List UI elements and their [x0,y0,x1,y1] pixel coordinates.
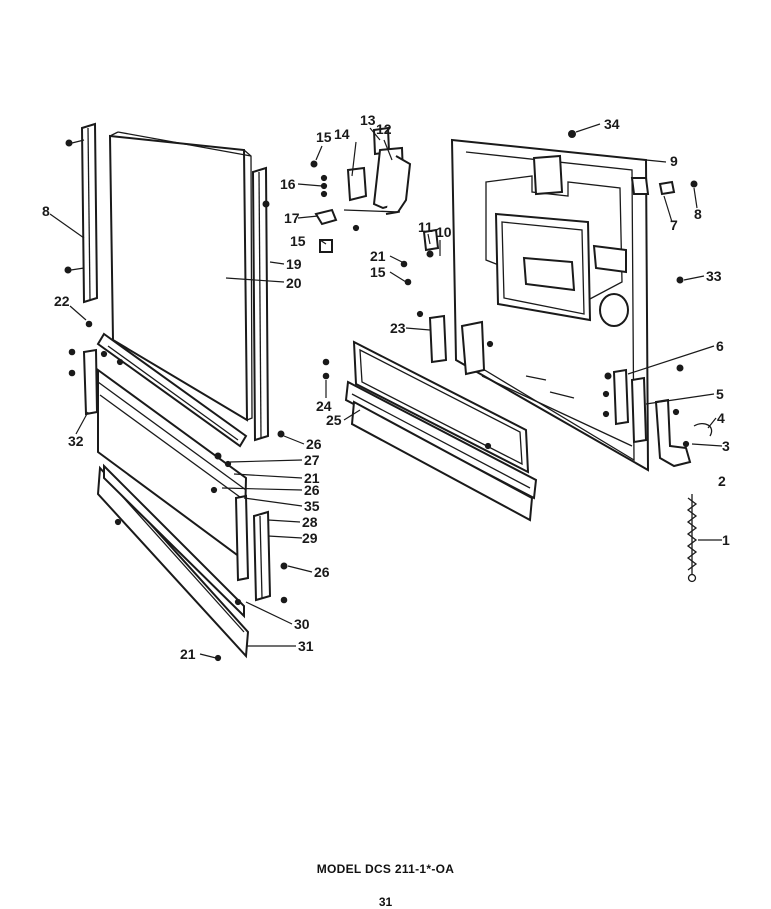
callout-15-top: 15 [316,129,332,145]
callout-35: 35 [304,498,320,514]
outer-door-panel [108,131,253,422]
callout-17: 17 [284,210,300,226]
top-screw [568,123,601,138]
callout-19: 19 [286,256,302,272]
control-panel [97,368,250,582]
callout-21-bottom: 21 [180,646,196,662]
inner-panel-hinges [400,228,494,376]
callout-34: 34 [604,116,620,132]
leader-lines [49,127,723,659]
end-bracket [252,510,288,604]
hinge-brackets [602,368,648,444]
callout-32: 32 [68,433,84,449]
callout-12: 12 [376,121,392,137]
right-side-trim [251,166,285,442]
callout-16: 16 [280,176,296,192]
callout-15-mid: 15 [290,233,306,249]
model-caption: MODEL DCS 211-1*-OA [316,862,455,876]
callout-21-latch: 21 [370,248,386,264]
callout-7: 7 [670,217,678,233]
callout-29: 29 [302,530,318,546]
callout-3: 3 [722,438,730,454]
inner-door-panel [450,138,698,472]
left-side-trim [64,122,99,304]
door-spring [686,494,698,583]
callout-4: 4 [717,410,725,426]
callout-13: 13 [360,112,376,128]
callout-22: 22 [54,293,70,309]
callout-25: 25 [326,412,342,428]
callout-28: 28 [302,514,318,530]
callout-8-right: 8 [694,206,702,222]
callout-10: 10 [436,224,452,240]
callout-26-low: 26 [314,564,330,580]
callout-15-right: 15 [370,264,386,280]
callout-27: 27 [304,452,320,468]
callout-33: 33 [706,268,722,284]
callout-9: 9 [670,153,678,169]
callout-1: 1 [722,532,730,548]
callout-20: 20 [286,275,302,291]
callout-labels: 1 2 3 4 5 6 7 8 8 9 10 11 12 13 14 15 15… [42,112,730,662]
callout-5: 5 [716,386,724,402]
callout-6: 6 [716,338,724,354]
hinge-arm [654,398,713,468]
callout-30: 30 [294,616,310,632]
callout-8-left: 8 [42,203,50,219]
callout-31: 31 [298,638,314,654]
latch-assembly [310,126,412,253]
callout-26-mid: 26 [304,482,320,498]
callout-26-top: 26 [306,436,322,452]
callout-2: 2 [718,473,726,489]
callout-21-panel: 21 [304,470,320,486]
callout-11: 11 [418,219,433,235]
bottom-trim [96,463,250,662]
page-number: 31 [378,895,393,909]
callout-23: 23 [390,320,406,336]
callout-24: 24 [316,398,332,414]
lower-inner-liner [322,340,538,522]
lower-trim-strip [96,332,248,448]
callout-14: 14 [334,126,350,142]
left-bracket [68,320,124,416]
